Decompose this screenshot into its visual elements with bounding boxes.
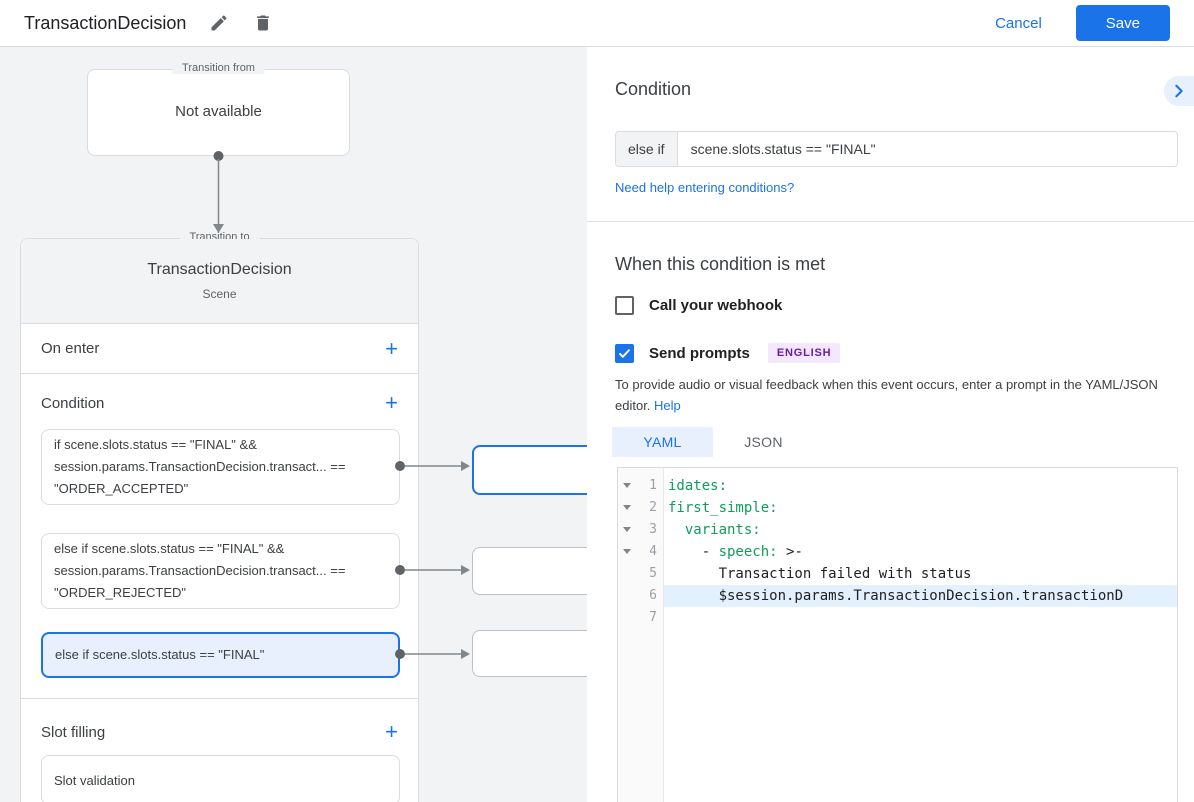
when-met-heading: When this condition is met [615,254,826,274]
editor-line: 3 variants: [618,519,1177,541]
collapse-panel-button[interactable] [1164,76,1194,106]
tab-json[interactable]: JSON [744,434,783,450]
fold-arrow-icon[interactable] [623,549,631,554]
line-number: 3 [649,522,657,537]
code-text: variants: [684,522,761,538]
condition-section-label: Condition [41,394,105,412]
line-number: 2 [649,500,657,515]
editor-line: 7 [618,607,1177,629]
transition-target-node[interactable] [472,445,587,495]
add-icon[interactable] [385,339,398,359]
condition-help-link[interactable]: Need help entering conditions? [615,180,795,195]
send-prompts-row: Send prompts ENGLISH [615,343,1178,363]
condition-card-text: else if scene.slots.status == "FINAL" &&… [54,541,346,600]
condition-prefix: else if [616,132,678,166]
cancel-button[interactable]: Cancel [995,14,1042,32]
edit-title-button[interactable] [208,12,230,34]
slot-validation-label: Slot validation [54,772,135,788]
transition-from-value: Not available [175,103,262,120]
line-number: 6 [649,588,657,603]
condition-card[interactable]: else if scene.slots.status == "FINAL" &&… [41,533,400,609]
line-number: 7 [649,610,657,625]
editor-gutter-cell: 2 [618,497,664,519]
pencil-icon [211,15,227,31]
on-enter-label: On enter [41,340,100,357]
details-panel: Condition else if scene.slots.status == … [587,47,1194,802]
transition-target-node[interactable] [472,630,587,677]
transition-target-node[interactable] [472,547,587,595]
scene-header: TransactionDecision Scene [21,239,418,324]
slot-filling-label: Slot filling [41,723,106,741]
code-text: Transaction failed with status [668,566,972,582]
code-text: first_simple: [668,500,778,516]
scene-title: TransactionDecision [147,261,292,278]
condition-expression-input[interactable]: scene.slots.status == "FINAL" [690,141,876,157]
code-text: idates: [668,478,728,494]
code-text: - speech: >- [668,544,803,560]
add-icon[interactable] [385,393,398,413]
call-webhook-checkbox[interactable] [615,296,634,315]
save-button[interactable]: Save [1075,5,1170,41]
line-number: 5 [649,566,657,581]
editor-line: 2 first_simple: [618,497,1177,519]
webhook-row: Call your webhook [615,296,1178,315]
editor-gutter-cell: 5 [618,563,664,585]
editor-tab-bar: YAML JSON [612,427,1178,457]
editor-gutter-cell: 7 [618,607,664,629]
on-enter-section[interactable]: On enter [21,324,418,374]
transition-from-box[interactable]: Transition from Not available [87,62,350,156]
line-number: 1 [649,478,657,493]
fold-arrow-icon[interactable] [623,483,631,488]
condition-expression-field[interactable]: else if scene.slots.status == "FINAL" [615,131,1178,167]
fold-arrow-icon[interactable] [623,527,631,532]
chevron-right-icon [1175,84,1183,98]
condition-card[interactable]: if scene.slots.status == "FINAL" && sess… [41,429,400,505]
code-text: $session.params.TransactionDecision.tran… [664,585,1177,607]
when-condition-met-section: When this condition is met Call your web… [587,222,1194,802]
editor-line: 4 - speech: >- [618,541,1177,563]
editor-line: 6 $session.params.TransactionDecision.tr… [618,585,1177,607]
transition-from-label: Transition from [172,62,265,74]
tab-yaml[interactable]: YAML [612,427,713,457]
editor-gutter-cell: 3 [618,519,664,541]
fold-arrow-icon[interactable] [623,505,631,510]
send-prompts-label: Send prompts [649,344,750,362]
delete-scene-button[interactable] [252,12,274,34]
page-title: TransactionDecision [24,12,187,33]
help-link[interactable]: Help [654,398,681,413]
editor-line: 5 Transaction failed with status [618,563,1177,585]
trash-icon [257,15,270,31]
add-icon[interactable] [385,722,398,742]
condition-heading: Condition [615,79,692,99]
topbar: TransactionDecision Cancel Save [0,0,1194,47]
language-badge: ENGLISH [767,343,841,363]
check-icon [619,348,630,358]
condition-card-text: if scene.slots.status == "FINAL" && sess… [54,437,346,496]
editor-gutter-cell: 1 [618,475,664,497]
transition-to-box[interactable]: Transition to TransactionDecision Scene … [20,231,419,802]
prompt-description: To provide audio or visual feedback when… [615,377,1158,413]
flow-canvas[interactable]: Transition from Not available Transition… [0,47,587,802]
code-text [664,607,1177,629]
call-webhook-label: Call your webhook [649,297,783,314]
condition-editor-section: Condition else if scene.slots.status == … [587,47,1194,222]
scene-subtitle: Scene [202,287,237,301]
editor-gutter [618,468,664,802]
slot-validation-card[interactable]: Slot validation [41,755,400,802]
line-number: 4 [649,544,657,559]
editor-gutter-cell: 4 [618,541,664,563]
send-prompts-checkbox[interactable] [615,343,634,363]
condition-section-header: Condition [21,387,418,419]
condition-card-selected[interactable]: else if scene.slots.status == "FINAL" [41,632,400,678]
editor-gutter-cell: 6 [618,585,664,607]
condition-card-text: else if scene.slots.status == "FINAL" [55,647,265,662]
slot-filling-section-header: Slot filling [21,716,418,748]
editor-line: 1 idates: [618,475,1177,497]
section-divider [21,698,418,699]
